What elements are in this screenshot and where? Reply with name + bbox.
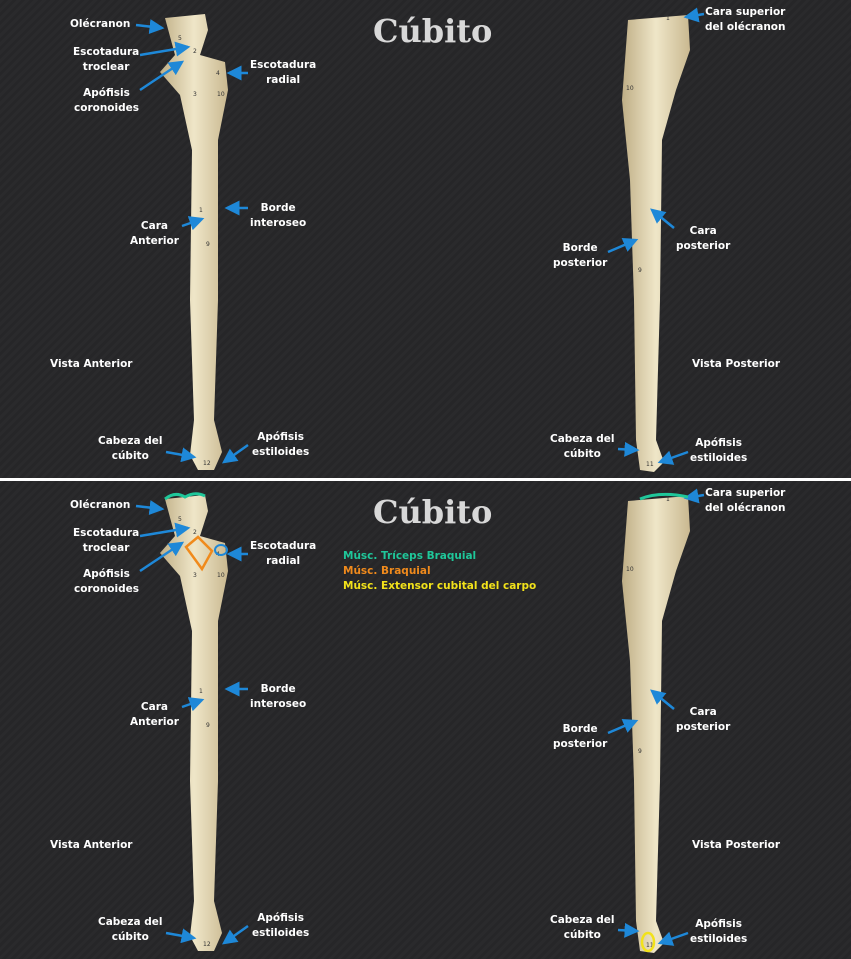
- svg-text:9: 9: [638, 267, 642, 274]
- label-olecranon: Olécranon: [70, 18, 131, 30]
- svg-text:10: 10: [217, 91, 225, 98]
- ulna-anterior-view: [160, 495, 228, 951]
- legend-triceps: Músc. Tríceps Braquial: [343, 550, 477, 562]
- svg-text:2: 2: [193, 529, 197, 536]
- slide-title: Cúbito: [373, 12, 493, 50]
- svg-text:3: 3: [193, 572, 197, 579]
- triceps-outline-anterior: [164, 492, 206, 501]
- svg-text:11: 11: [646, 942, 654, 949]
- muscle-legend: Músc. Tríceps Braquial Músc. Braquial Mú…: [343, 549, 536, 594]
- muscle-insertion-outlines: [164, 492, 689, 953]
- svg-text:9: 9: [206, 722, 210, 729]
- ulna-posterior-view: [622, 15, 690, 472]
- svg-text:9: 9: [638, 748, 642, 755]
- ulna-anterior-view: [160, 14, 228, 470]
- svg-text:10: 10: [626, 566, 634, 573]
- label-olecranon: Olécranon: [70, 499, 131, 511]
- slide-title: Cúbito: [373, 493, 493, 531]
- label-vista-posterior: Vista Posterior: [692, 358, 781, 370]
- svg-text:10: 10: [626, 85, 634, 92]
- svg-text:5: 5: [178, 516, 182, 523]
- svg-text:11: 11: [646, 461, 654, 468]
- legend-extensor: Músc. Extensor cubital del carpo: [343, 580, 537, 592]
- braquial-outline: [184, 535, 214, 572]
- label-vista-anterior: Vista Anterior: [50, 358, 133, 370]
- svg-text:12: 12: [203, 941, 211, 948]
- radial-notch-outline: [214, 544, 228, 556]
- label-vista-posterior: Vista Posterior: [692, 839, 781, 851]
- svg-text:10: 10: [217, 572, 225, 579]
- svg-text:3: 3: [193, 91, 197, 98]
- ulna-posterior-view: [622, 496, 690, 953]
- slide-anatomy: 5 2 4 3 10 1 9 12 1 10 9 11 Cúbito Olécranon Escota…: [0, 0, 851, 478]
- triceps-outline-posterior: [639, 492, 689, 501]
- svg-text:2: 2: [193, 48, 197, 55]
- svg-text:5: 5: [178, 35, 182, 42]
- svg-text:12: 12: [203, 460, 211, 467]
- svg-text:1: 1: [666, 496, 670, 503]
- extensor-outline: [640, 931, 656, 953]
- label-vista-anterior: Vista Anterior: [50, 839, 133, 851]
- svg-text:1: 1: [199, 688, 203, 695]
- svg-text:1: 1: [666, 15, 670, 22]
- ulna-illustrations: 5 2 4 3 10 1 9 12 1 10 9 11: [135, 7, 705, 472]
- svg-text:4: 4: [216, 70, 220, 77]
- svg-text:9: 9: [206, 241, 210, 248]
- pointer-arrows: [135, 488, 705, 946]
- pointer-arrows: [135, 7, 705, 465]
- legend-braquial: Músc. Braquial: [343, 565, 431, 577]
- svg-text:1: 1: [199, 207, 203, 214]
